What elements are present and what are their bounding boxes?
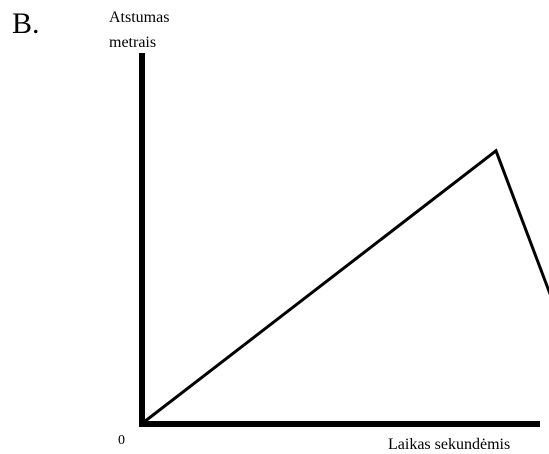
data-point-1 <box>494 149 498 153</box>
x-axis-label: Laikas sekundėmis <box>388 436 510 453</box>
panel-label: B. <box>12 7 40 40</box>
distance-line <box>143 148 549 424</box>
origin-label: 0 <box>118 433 125 448</box>
series-layer <box>142 148 549 424</box>
y-axis-label-line1: Atstumas <box>109 9 169 26</box>
y-axis-label-line2: metrais <box>109 34 156 51</box>
data-point-0 <box>142 420 146 424</box>
